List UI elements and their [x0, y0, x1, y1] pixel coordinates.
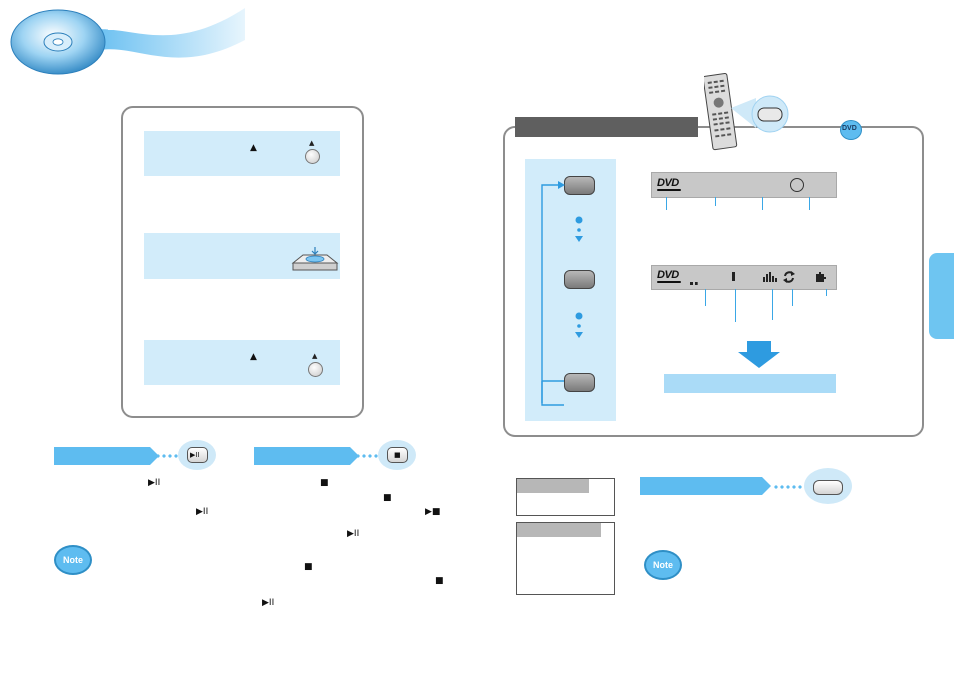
eject-button-icon [308, 362, 323, 377]
dvd-badge-text: DVD [842, 125, 857, 132]
eject-mark: ▲ [312, 352, 318, 360]
play-pause-header [54, 447, 159, 465]
stop-symbol: ■ [435, 576, 444, 586]
callout-line [666, 197, 667, 210]
callout-line [772, 289, 773, 320]
step-arrow-icon [575, 216, 583, 242]
step-arrow-icon [575, 312, 583, 338]
step-2-box [144, 233, 340, 279]
callout-line [762, 197, 763, 210]
dots-connector [355, 454, 379, 458]
clock-icon [790, 178, 804, 192]
stop-header [254, 447, 359, 465]
callout-line [809, 197, 810, 210]
callout-line [705, 289, 706, 306]
play-pause-key[interactable]: ▶II [187, 447, 208, 463]
eject-symbol: ▲ [250, 143, 257, 153]
note-badge-right: Note [644, 550, 682, 580]
osd-display-bar-1: DVD [651, 172, 837, 198]
callout-line [792, 289, 793, 306]
down-arrow-stem [747, 341, 771, 353]
result-bar [664, 374, 836, 393]
note-badge-left: Note [54, 545, 92, 575]
callout-line [715, 197, 716, 206]
display-button-2[interactable] [564, 270, 595, 289]
eject-mark: ▲ [309, 139, 315, 147]
dvd-badge: DVD [840, 120, 862, 140]
play-pause-symbol: ▶II [347, 529, 360, 539]
setup-icon [816, 272, 826, 282]
display-section-header [515, 117, 698, 137]
info-header [640, 477, 771, 495]
osd-screen-title [517, 479, 589, 493]
osd-underline [657, 189, 681, 191]
stop-symbol: ■ [320, 478, 329, 488]
osd-underline [657, 281, 681, 283]
stop-symbol: ■ [383, 493, 392, 503]
repeat-icon [783, 271, 795, 283]
display-button-3[interactable] [564, 373, 595, 392]
skip-stop-symbol: ▶■ [425, 507, 441, 517]
osd-dvd-logo: DVD [657, 269, 679, 281]
eject-button-icon [305, 149, 320, 164]
disc-film-icon [10, 8, 245, 75]
osd-screen-large [516, 522, 615, 595]
info-key[interactable] [813, 480, 843, 495]
audio-icon [732, 272, 735, 281]
osd-display-bar-2: DVD [651, 265, 837, 290]
disc-tray-icon [291, 247, 339, 271]
eject-symbol: ▲ [250, 352, 257, 362]
dots-connector [773, 485, 803, 489]
osd-screen-small [516, 478, 615, 516]
play-pause-symbol: ▶II [262, 598, 275, 608]
step-3-box: ▲ ▲ [144, 340, 340, 385]
callout-line [826, 289, 827, 296]
loop-back-arrow [541, 181, 565, 406]
display-button-1[interactable] [564, 176, 595, 195]
stop-symbol: ■ [304, 562, 313, 572]
remote-control-icon [704, 73, 789, 151]
osd-screen-title [517, 523, 601, 537]
play-pause-symbol: ▶II [148, 478, 161, 488]
osd-dvd-logo: DVD [657, 177, 679, 189]
angle-icon [763, 272, 777, 282]
callout-line [735, 289, 736, 322]
down-arrow-head [738, 352, 780, 368]
chapter-side-tab [929, 253, 954, 339]
stop-key[interactable]: ■ [387, 447, 408, 463]
play-pause-icon: ▶II [190, 451, 200, 459]
play-pause-symbol: ▶II [196, 507, 209, 517]
step-1-box: ▲ ▲ [144, 131, 340, 176]
stop-icon: ■ [394, 451, 401, 459]
dots-connector [155, 454, 179, 458]
subtitle-icon [690, 278, 698, 285]
